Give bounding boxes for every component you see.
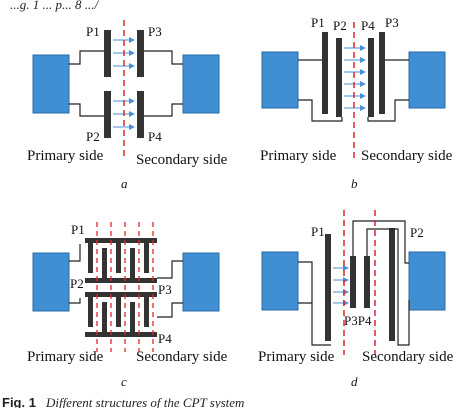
secondary-side-label: Secondary side [136, 349, 228, 365]
panel-label: b [351, 176, 358, 191]
secondary-load-block [408, 51, 446, 109]
primary-source-block [32, 252, 70, 312]
primary-source-block [32, 54, 70, 114]
secondary-wires [367, 59, 409, 122]
primary-wires [69, 244, 81, 304]
comb-bar-p3 [85, 278, 157, 283]
secondary-side-label: Secondary side [362, 349, 454, 365]
panel-label: d [351, 374, 358, 389]
plate-p2 [104, 91, 111, 138]
plate-label-p1: P1 [71, 222, 85, 237]
header-fragment: ...g. 1 ... p... 8 .../ [10, 0, 100, 12]
plate-p3 [350, 256, 356, 308]
plate-label-p2: P2 [333, 18, 347, 33]
panel-b: P1 P2 P4 P3 Primary side Secondary side … [260, 15, 453, 191]
primary-wires [69, 50, 104, 117]
plate-label-p1: P1 [86, 24, 100, 39]
caption-prefix: Fig. 1 [2, 395, 36, 408]
plate-p2 [389, 228, 395, 341]
plate-label-p1: P1 [311, 224, 325, 239]
secondary-side-label: Secondary side [361, 148, 453, 164]
secondary-wires [157, 260, 183, 318]
panel-label: a [121, 176, 128, 191]
primary-side-label: Primary side [260, 148, 337, 164]
comb-fingers-lower [88, 297, 149, 332]
plate-p4 [137, 91, 144, 138]
plate-label-p4: P4 [148, 129, 162, 144]
panel-d: P1 P2 P3P4 Primary side Secondary side d [258, 210, 454, 389]
caption-text: Different structures of the CPT system [45, 395, 244, 408]
plate-p3 [379, 32, 385, 114]
secondary-load-block [182, 252, 220, 312]
secondary-wire-outer [352, 220, 409, 264]
primary-side-label: Primary side [258, 349, 335, 365]
plate-label-p2: P2 [86, 129, 100, 144]
plate-label-p3p4: P3P4 [344, 313, 372, 328]
plate-p4 [368, 38, 374, 117]
panel-a: P1 P3 P2 P4 Primary side Secondary side … [27, 20, 228, 191]
plate-label-p4: P4 [361, 18, 375, 33]
comb-bar-p4 [85, 332, 157, 337]
primary-wires [298, 59, 343, 122]
plate-p1 [325, 234, 331, 341]
plate-label-p3: P3 [385, 15, 399, 30]
plate-p3 [137, 30, 144, 77]
figure-caption: Fig. 1 Different structures of the CPT s… [2, 394, 244, 408]
primary-wires [298, 261, 331, 346]
panel-c: P1 P2 P3 P4 Primary side Secondary side … [27, 222, 228, 389]
boundary-lines [96, 222, 154, 352]
plate-label-p4: P4 [158, 331, 172, 346]
secondary-wire-inner [366, 228, 410, 346]
secondary-side-label: Secondary side [136, 152, 228, 168]
field-arrows [333, 265, 349, 306]
comb-bar-p2 [85, 292, 157, 297]
plate-p2 [336, 38, 342, 117]
plate-label-p1: P1 [311, 15, 325, 30]
primary-source-block [261, 251, 299, 311]
primary-side-label: Primary side [27, 148, 104, 164]
comb-fingers-upper [88, 243, 149, 278]
secondary-wires [143, 50, 183, 117]
plate-p4 [364, 256, 370, 308]
panel-label: c [121, 374, 127, 389]
plate-label-p2: P2 [70, 276, 84, 291]
plate-label-p3: P3 [158, 282, 172, 297]
plate-label-p3: P3 [148, 24, 162, 39]
primary-side-label: Primary side [27, 349, 104, 365]
plate-p1 [322, 32, 328, 114]
secondary-load-block [408, 251, 446, 311]
plate-label-p2: P2 [410, 225, 424, 240]
comb-bar-p1 [85, 238, 157, 243]
primary-source-block [261, 51, 299, 109]
secondary-load-block [182, 54, 220, 114]
plate-p1 [104, 30, 111, 77]
